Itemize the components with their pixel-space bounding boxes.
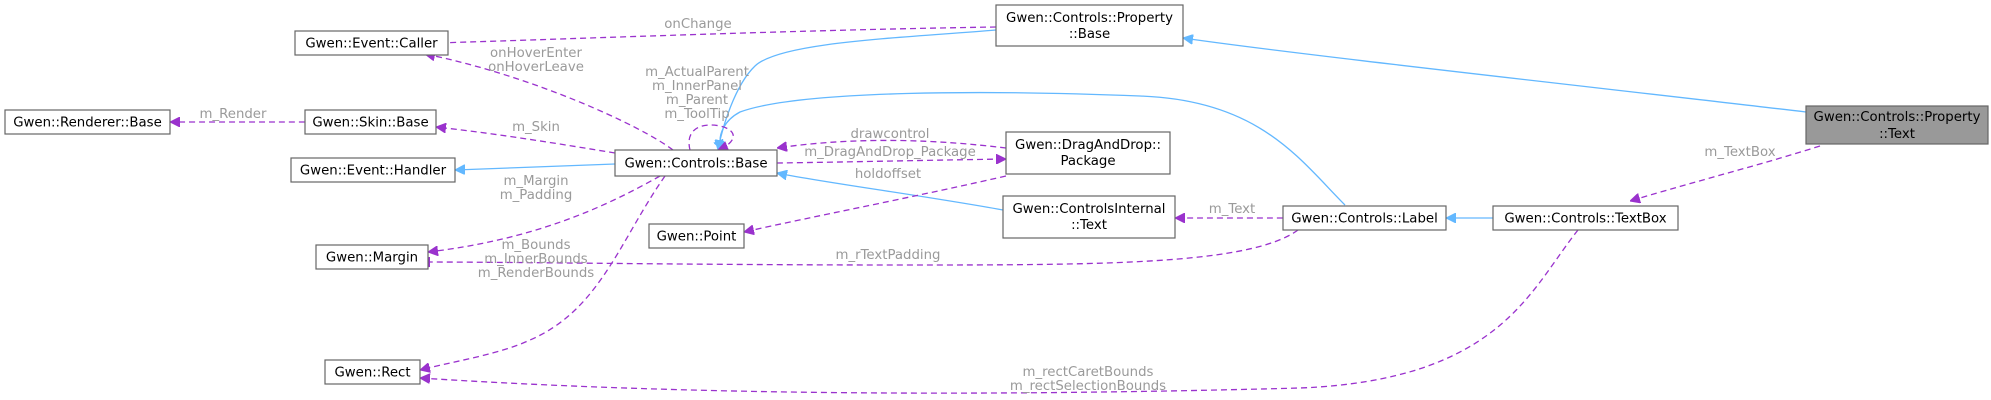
edge-dnd-package [776,159,1006,163]
node-dragdrop-package-line2: Package [1060,154,1115,169]
node-renderer-base[interactable]: Gwen::Renderer::Base [4,109,171,135]
edge-onchange [437,26,997,43]
edge-proptext-to-propbase [1183,38,1807,113]
edge-label-padding: m_Padding [500,188,573,203]
usage-edges [170,26,1821,394]
node-controlsinternal-text-line1: Gwen::ControlsInternal [1013,202,1166,217]
node-event-handler[interactable]: Gwen::Event::Handler [290,157,456,183]
edge-bounds [420,175,666,370]
node-controls-label[interactable]: Gwen::Controls::Label [1282,205,1447,231]
node-event-caller[interactable]: Gwen::Event::Caller [294,30,449,56]
edge-label-render: m_Render [200,107,267,122]
edge-label-text-padding: m_rTextPadding [836,248,941,263]
edge-textbox-member [1630,145,1821,201]
edge-label-hover-leave: onHoverLeave [488,60,584,75]
node-renderer-base-label: Gwen::Renderer::Base [13,116,162,131]
edge-label-caret-bounds: m_rectCaretBounds [1023,365,1154,380]
edge-label-margin: m_Margin [503,174,568,189]
edge-label-skin: m_Skin [512,120,560,135]
node-event-handler-label: Gwen::Event::Handler [300,164,447,179]
edge-label-selection-bounds: m_rectSelectionBounds [1010,379,1166,394]
edge-label-parent: m_Parent [666,93,728,108]
node-controls-textbox[interactable]: Gwen::Controls::TextBox [1492,205,1679,231]
edge-label-onchange: onChange [664,17,731,32]
node-property-base-line2: ::Base [1069,27,1110,42]
node-skin-base[interactable]: Gwen::Skin::Base [304,109,437,135]
edge-textpadding [420,229,1299,265]
edge-labels: onChange onHoverEnter onHoverLeave m_Act… [200,17,1776,394]
node-controlsinternal-text[interactable]: Gwen::ControlsInternal ::Text [1002,195,1176,239]
edge-label-inner-panel: m_InnerPanel [652,79,742,94]
node-property-base[interactable]: Gwen::Controls::Property ::Base [995,4,1184,47]
node-rect-label: Gwen::Rect [334,366,410,381]
node-controls-label-label: Gwen::Controls::Label [1291,212,1438,227]
edge-label-m-text: m_Text [1209,202,1256,217]
edge-label-textbox-member: m_TextBox [1704,145,1775,160]
node-point[interactable]: Gwen::Point [648,223,745,249]
edge-drawcontrol [777,139,1007,148]
edge-label-tooltip: m_ToolTip [664,107,729,122]
edge-margin-padding [428,175,661,252]
edge-controlsbase-to-eventhandler [455,163,616,170]
edge-label-render-bounds: m_RenderBounds [478,266,594,281]
node-skin-base-label: Gwen::Skin::Base [312,116,428,131]
edge-citext-to-controlsbase [777,173,1004,211]
node-property-text-line1: Gwen::Controls::Property [1814,110,1981,125]
edge-label-holdoffset: holdoffset [855,167,921,182]
edge-label-dnd-package: m_DragAndDrop_Package [804,145,976,160]
edge-label-actual-parent: m_ActualParent [645,65,749,80]
node-controls-textbox-label: Gwen::Controls::TextBox [1504,212,1666,227]
edge-label-to-controlsbase [720,91,1346,206]
node-property-text[interactable]: Gwen::Controls::Property ::Text [1805,105,1989,145]
node-dragdrop-package-line1: Gwen::DragAndDrop:: [1015,138,1161,153]
edge-label-hover-enter: onHoverEnter [490,46,582,61]
edge-propbase-to-controlsbase [718,29,997,150]
node-event-caller-label: Gwen::Event::Caller [305,37,438,52]
edge-skin [436,127,616,154]
node-property-base-line1: Gwen::Controls::Property [1006,11,1173,26]
node-rect[interactable]: Gwen::Rect [324,359,421,385]
edge-label-drawcontrol: drawcontrol [850,127,929,142]
edge-label-inner-bounds: m_InnerBounds [484,252,588,267]
node-controls-base[interactable]: Gwen::Controls::Base [614,149,778,177]
edge-parent-self [688,124,734,150]
inheritance-edges [455,29,1807,218]
node-controls-base-label: Gwen::Controls::Base [624,157,767,172]
edge-holdoffset [744,175,1007,232]
class-nodes: Gwen::Controls::Property ::Text Gwen::Co… [4,4,1989,385]
edge-caret [420,229,1579,394]
node-property-text-line2: ::Text [1879,127,1915,142]
node-margin-label: Gwen::Margin [326,251,418,266]
node-dragdrop-package[interactable]: Gwen::DragAndDrop:: Package [1005,131,1171,175]
edge-label-bounds: m_Bounds [501,238,570,253]
node-point-label: Gwen::Point [657,230,737,245]
node-margin[interactable]: Gwen::Margin [315,244,429,270]
node-controlsinternal-text-line2: ::Text [1071,218,1107,233]
